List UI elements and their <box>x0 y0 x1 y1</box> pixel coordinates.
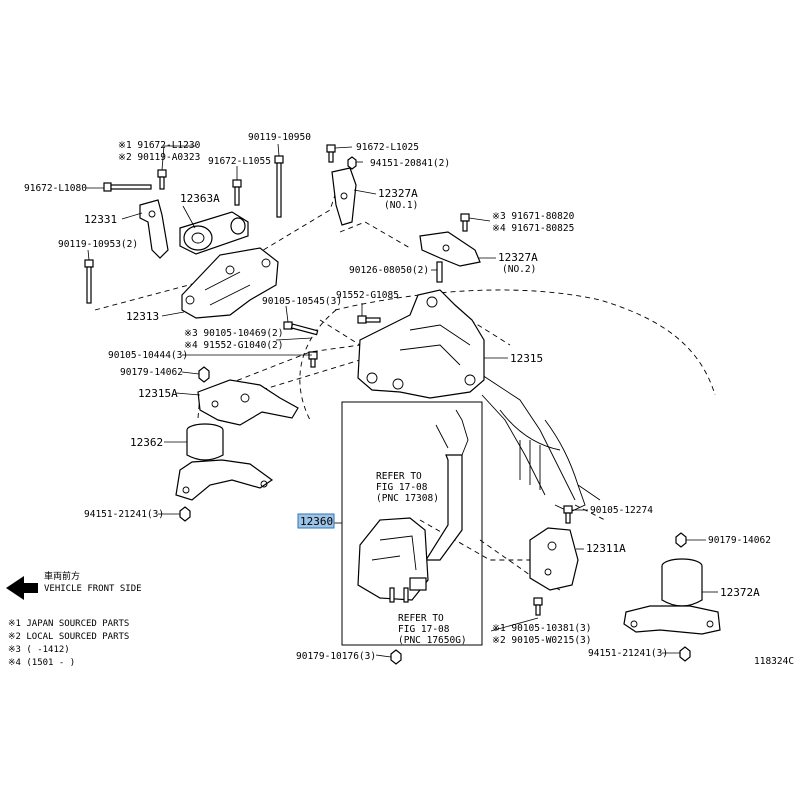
label-91671-80825[interactable]: ※4 91671-80825 <box>492 223 574 234</box>
label-refer2-pnc[interactable]: (PNC 17650G) <box>398 635 467 646</box>
bracket-12315A-icon <box>197 379 299 426</box>
part-12360-highlight <box>297 513 335 529</box>
part-labels: ※1 91672-L1230 ※2 90119-A0323 90119-1095… <box>24 132 794 667</box>
label-90105-10444[interactable]: 90105-10444(3) <box>108 350 188 361</box>
nut-90179-14062-b-icon <box>675 532 687 548</box>
insulator-12372A-icon <box>623 558 721 635</box>
label-12315[interactable]: 12315 <box>510 352 543 365</box>
label-12360[interactable]: 12360 <box>300 515 333 528</box>
nut-94151-21241-a-icon <box>179 506 191 522</box>
figure-number: 118324C <box>754 656 794 667</box>
bushing-12363A-icon <box>179 211 249 255</box>
label-94151-21241-a[interactable]: 94151-21241(3) <box>84 509 164 520</box>
label-no1: (NO.1) <box>384 200 418 211</box>
label-91552-G1040[interactable]: ※4 91552-G1040(2) <box>184 340 283 351</box>
insulator-12362-icon <box>175 423 274 501</box>
nut-90179-10176-icon <box>390 649 402 665</box>
bolt-90105-10545-icon <box>283 321 319 336</box>
label-refer2-line2: FIG 17-08 <box>398 624 450 635</box>
label-91672-L1080[interactable]: 91672-L1080 <box>24 183 87 194</box>
legend: 車両前方 VEHICLE FRONT SIDE ※1 JAPAN SOURCED… <box>8 570 142 668</box>
bracket-12331-icon <box>139 199 169 259</box>
bolt-90119-10950-icon <box>274 155 284 218</box>
bolt-91672-L1025-icon <box>326 144 336 163</box>
bracket-12311A-icon <box>529 527 579 591</box>
label-12331[interactable]: 12331 <box>84 213 117 226</box>
label-90179-10176[interactable]: 90179-10176(3) <box>296 651 376 662</box>
bracket-12327A-no2-icon <box>419 231 481 267</box>
label-12311A[interactable]: 12311A <box>586 542 626 555</box>
bolt-90105-12274-icon <box>563 505 573 524</box>
note-4: ※4 (1501 - ) <box>8 658 75 668</box>
label-12327A-no1[interactable]: 12327A <box>378 187 418 200</box>
label-90126-08050[interactable]: 90126-08050(2) <box>349 265 429 276</box>
bolt-91671-80820-icon <box>460 213 470 232</box>
bolt-90105-10444-icon <box>308 351 318 368</box>
label-12363A[interactable]: 12363A <box>180 192 220 205</box>
label-12372A[interactable]: 12372A <box>720 586 760 599</box>
label-refer1-line2: FIG 17-08 <box>376 482 428 493</box>
label-no2: (NO.2) <box>502 264 536 275</box>
label-90105-10545[interactable]: 90105-10545(3) <box>262 296 342 307</box>
label-90119-A0323[interactable]: ※2 90119-A0323 <box>118 152 200 163</box>
assembly-12360-box <box>341 401 483 646</box>
label-90105-12274[interactable]: 90105-12274 <box>590 505 653 516</box>
label-90119-10950[interactable]: 90119-10950 <box>248 132 311 143</box>
stud-90126-08050-icon <box>436 261 443 283</box>
label-94151-20841[interactable]: 94151-20841(2) <box>370 158 450 169</box>
leader-lines <box>86 143 718 658</box>
label-refer2-line1: REFER TO <box>398 613 444 624</box>
label-12362[interactable]: 12362 <box>130 436 163 449</box>
note-1: ※1 JAPAN SOURCED PARTS <box>8 619 129 629</box>
label-12327A-no2[interactable]: 12327A <box>498 251 538 264</box>
label-90119-10953[interactable]: 90119-10953(2) <box>58 239 138 250</box>
front-side-label-en: VEHICLE FRONT SIDE <box>44 584 142 594</box>
label-90105-10469[interactable]: ※3 90105-10469(2) <box>184 328 283 339</box>
bracket-12313-icon <box>181 247 279 319</box>
front-side-label-jp: 車両前方 <box>44 570 80 582</box>
label-90179-14062-b[interactable]: 90179-14062 <box>708 535 771 546</box>
bolt-91672-L1230-icon <box>157 169 167 190</box>
label-91671-80820[interactable]: ※3 91671-80820 <box>492 211 575 222</box>
nut-90179-14062-a-icon <box>198 366 210 383</box>
note-2: ※2 LOCAL SOURCED PARTS <box>8 632 129 642</box>
vehicle-front-arrow-icon <box>6 576 38 600</box>
bolt-91672-L1080-icon <box>103 182 152 192</box>
label-94151-21241-b[interactable]: 94151-21241(3) <box>588 648 668 659</box>
label-12313[interactable]: 12313 <box>126 310 159 323</box>
bolt-90119-10953-icon <box>84 259 94 304</box>
label-91672-L1025[interactable]: 91672-L1025 <box>356 142 419 153</box>
label-12315A[interactable]: 12315A <box>138 387 178 400</box>
label-refer1-pnc[interactable]: (PNC 17308) <box>376 493 439 504</box>
label-90179-14062-a[interactable]: 90179-14062 <box>120 367 183 378</box>
bracket-12315-icon <box>357 289 485 399</box>
label-91552-G1085[interactable]: 91552-G1085 <box>336 290 399 301</box>
label-90105-W0215[interactable]: ※2 90105-W0215(3) <box>492 635 591 646</box>
bolt-91552-G1085-icon <box>357 315 381 324</box>
label-91672-L1230[interactable]: ※1 91672-L1230 <box>118 140 201 151</box>
bracket-12327A-no1-icon <box>331 167 357 226</box>
label-90105-10381[interactable]: ※1 90105-10381(3) <box>492 623 591 634</box>
engine-outline <box>299 289 716 521</box>
nut-94151-21241-b-icon <box>679 646 691 662</box>
nut-94151-20841-icon <box>347 156 357 170</box>
bolt-91672-L1055-icon <box>232 179 242 206</box>
note-3: ※3 ( -1412) <box>8 645 70 655</box>
label-91672-L1055[interactable]: 91672-L1055 <box>208 156 271 167</box>
label-refer1-line1: REFER TO <box>376 471 422 482</box>
bolt-90105-10381-icon <box>533 597 543 616</box>
